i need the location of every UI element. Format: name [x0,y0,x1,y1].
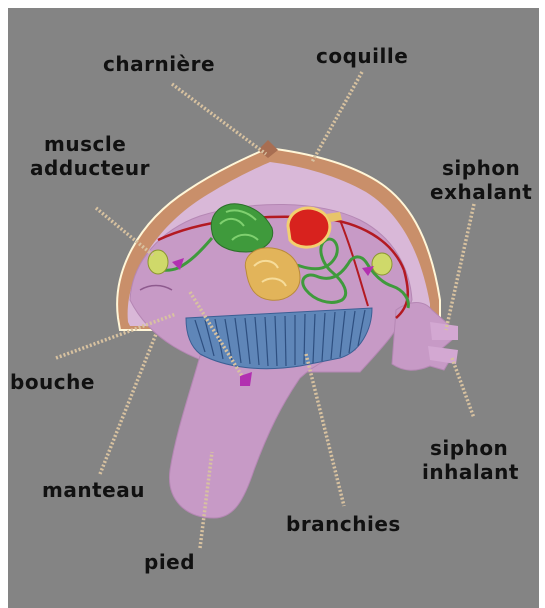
label-siphon-exhalant-line2: exhalant [430,180,532,204]
pointer-branchies [306,354,344,506]
label-coquille: coquille [316,44,408,68]
pointer-siphon-exhalant [446,204,474,330]
label-manteau: manteau [42,478,145,502]
label-muscle-line1: muscle [30,132,150,156]
label-branchies: branchies [286,512,401,536]
pointer-coquille [312,72,362,162]
label-siphon-exhalant-line1: siphon [430,156,532,180]
label-coquille-text: coquille [316,44,408,68]
label-pied-text: pied [144,550,195,574]
label-siphon-inhalant-line1: siphon [422,436,519,460]
pointer-manteau [100,334,156,474]
label-siphon-exhalant: siphon exhalant [430,156,532,204]
label-bouche-text: bouche [10,370,95,394]
label-siphon-inhalant: siphon inhalant [422,436,519,484]
label-charniere-text: charnière [103,52,215,76]
label-siphon-inhalant-line2: inhalant [422,460,519,484]
label-muscle-adducteur: muscle adducteur [30,132,150,180]
foot [169,348,356,518]
heart [288,208,330,247]
muscle-anterior [148,250,168,274]
label-bouche: bouche [10,370,95,394]
label-charniere: charnière [103,52,215,76]
label-branchies-text: branchies [286,512,401,536]
label-pied: pied [144,550,195,574]
muscle-posterior [372,253,392,275]
siphon-exhalant-tube [430,322,458,340]
label-manteau-text: manteau [42,478,145,502]
label-muscle-line2: adducteur [30,156,150,180]
pointer-bouche [56,314,176,358]
pointer-siphon-inhalant [452,358,474,418]
pointer-charniere [172,84,266,154]
